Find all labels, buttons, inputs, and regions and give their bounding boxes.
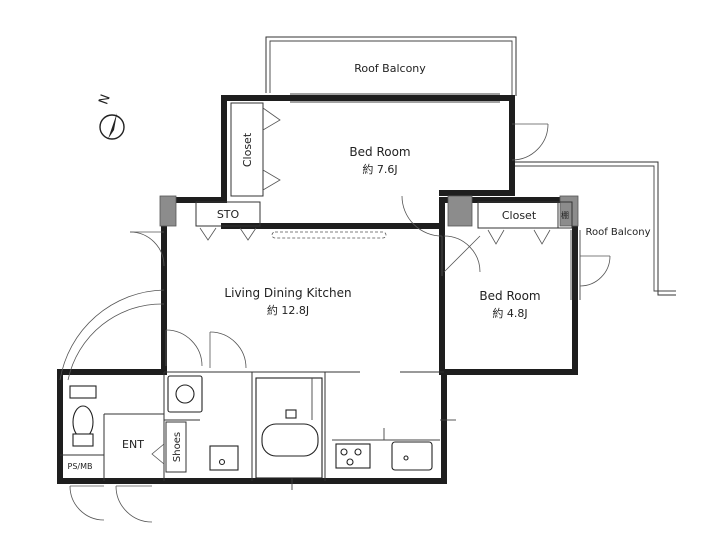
bed-room-1-label: Bed Room	[349, 145, 410, 159]
shoes-cabinet	[165, 421, 187, 473]
ldk-area: 約 12.8J	[267, 303, 309, 317]
ps-mb-label: PS/MB	[68, 462, 93, 471]
vanity-sink-icon	[209, 445, 239, 471]
sliding-door-track	[271, 231, 387, 239]
bathtub-icon	[255, 377, 323, 479]
entrance-label: ENT	[122, 438, 144, 451]
compass-ring	[99, 114, 125, 140]
roof-balcony-top-label: Roof Balcony	[354, 62, 426, 75]
closet-1-label: Closet	[241, 132, 254, 167]
interior-walls	[60, 371, 444, 481]
storage	[195, 201, 261, 227]
ldk-label: Living Dining Kitchen	[224, 286, 351, 300]
compass-north-label: N	[96, 92, 113, 106]
washing-machine	[167, 375, 203, 413]
roof-balcony-right-label: Roof Balcony	[585, 227, 650, 238]
roof-balcony-right	[514, 161, 676, 296]
toilet-icon	[69, 385, 97, 447]
closet-2-door-right	[533, 229, 551, 245]
storage-door-left	[199, 227, 217, 241]
compass: N	[96, 92, 125, 140]
closet-1	[230, 102, 264, 197]
closet-1-door-bottom	[262, 169, 281, 191]
compass-needle-icon	[108, 113, 117, 139]
roof-balcony-top	[265, 36, 517, 96]
kitchen-sink-icon	[391, 441, 433, 471]
storage-label: STO	[217, 208, 240, 221]
column-left	[159, 195, 177, 227]
closet-2-door-left	[487, 229, 505, 245]
windows	[290, 93, 581, 300]
gas-stove-icon	[335, 443, 371, 469]
shelf	[557, 201, 573, 229]
closet-1-door-top	[262, 107, 281, 131]
column-right	[559, 195, 579, 227]
bed-room-1-area: 約 7.6J	[362, 162, 397, 176]
shelf-label: 棚	[561, 210, 569, 220]
doors	[59, 123, 611, 523]
closet-2-label: Closet	[502, 209, 537, 222]
storage-door-right	[239, 227, 257, 241]
shoes-label: Shoes	[172, 432, 183, 462]
bed-room-2-label: Bed Room	[479, 289, 540, 303]
column-mid	[447, 195, 473, 227]
bed-room-2-area: 約 4.8J	[492, 306, 527, 320]
